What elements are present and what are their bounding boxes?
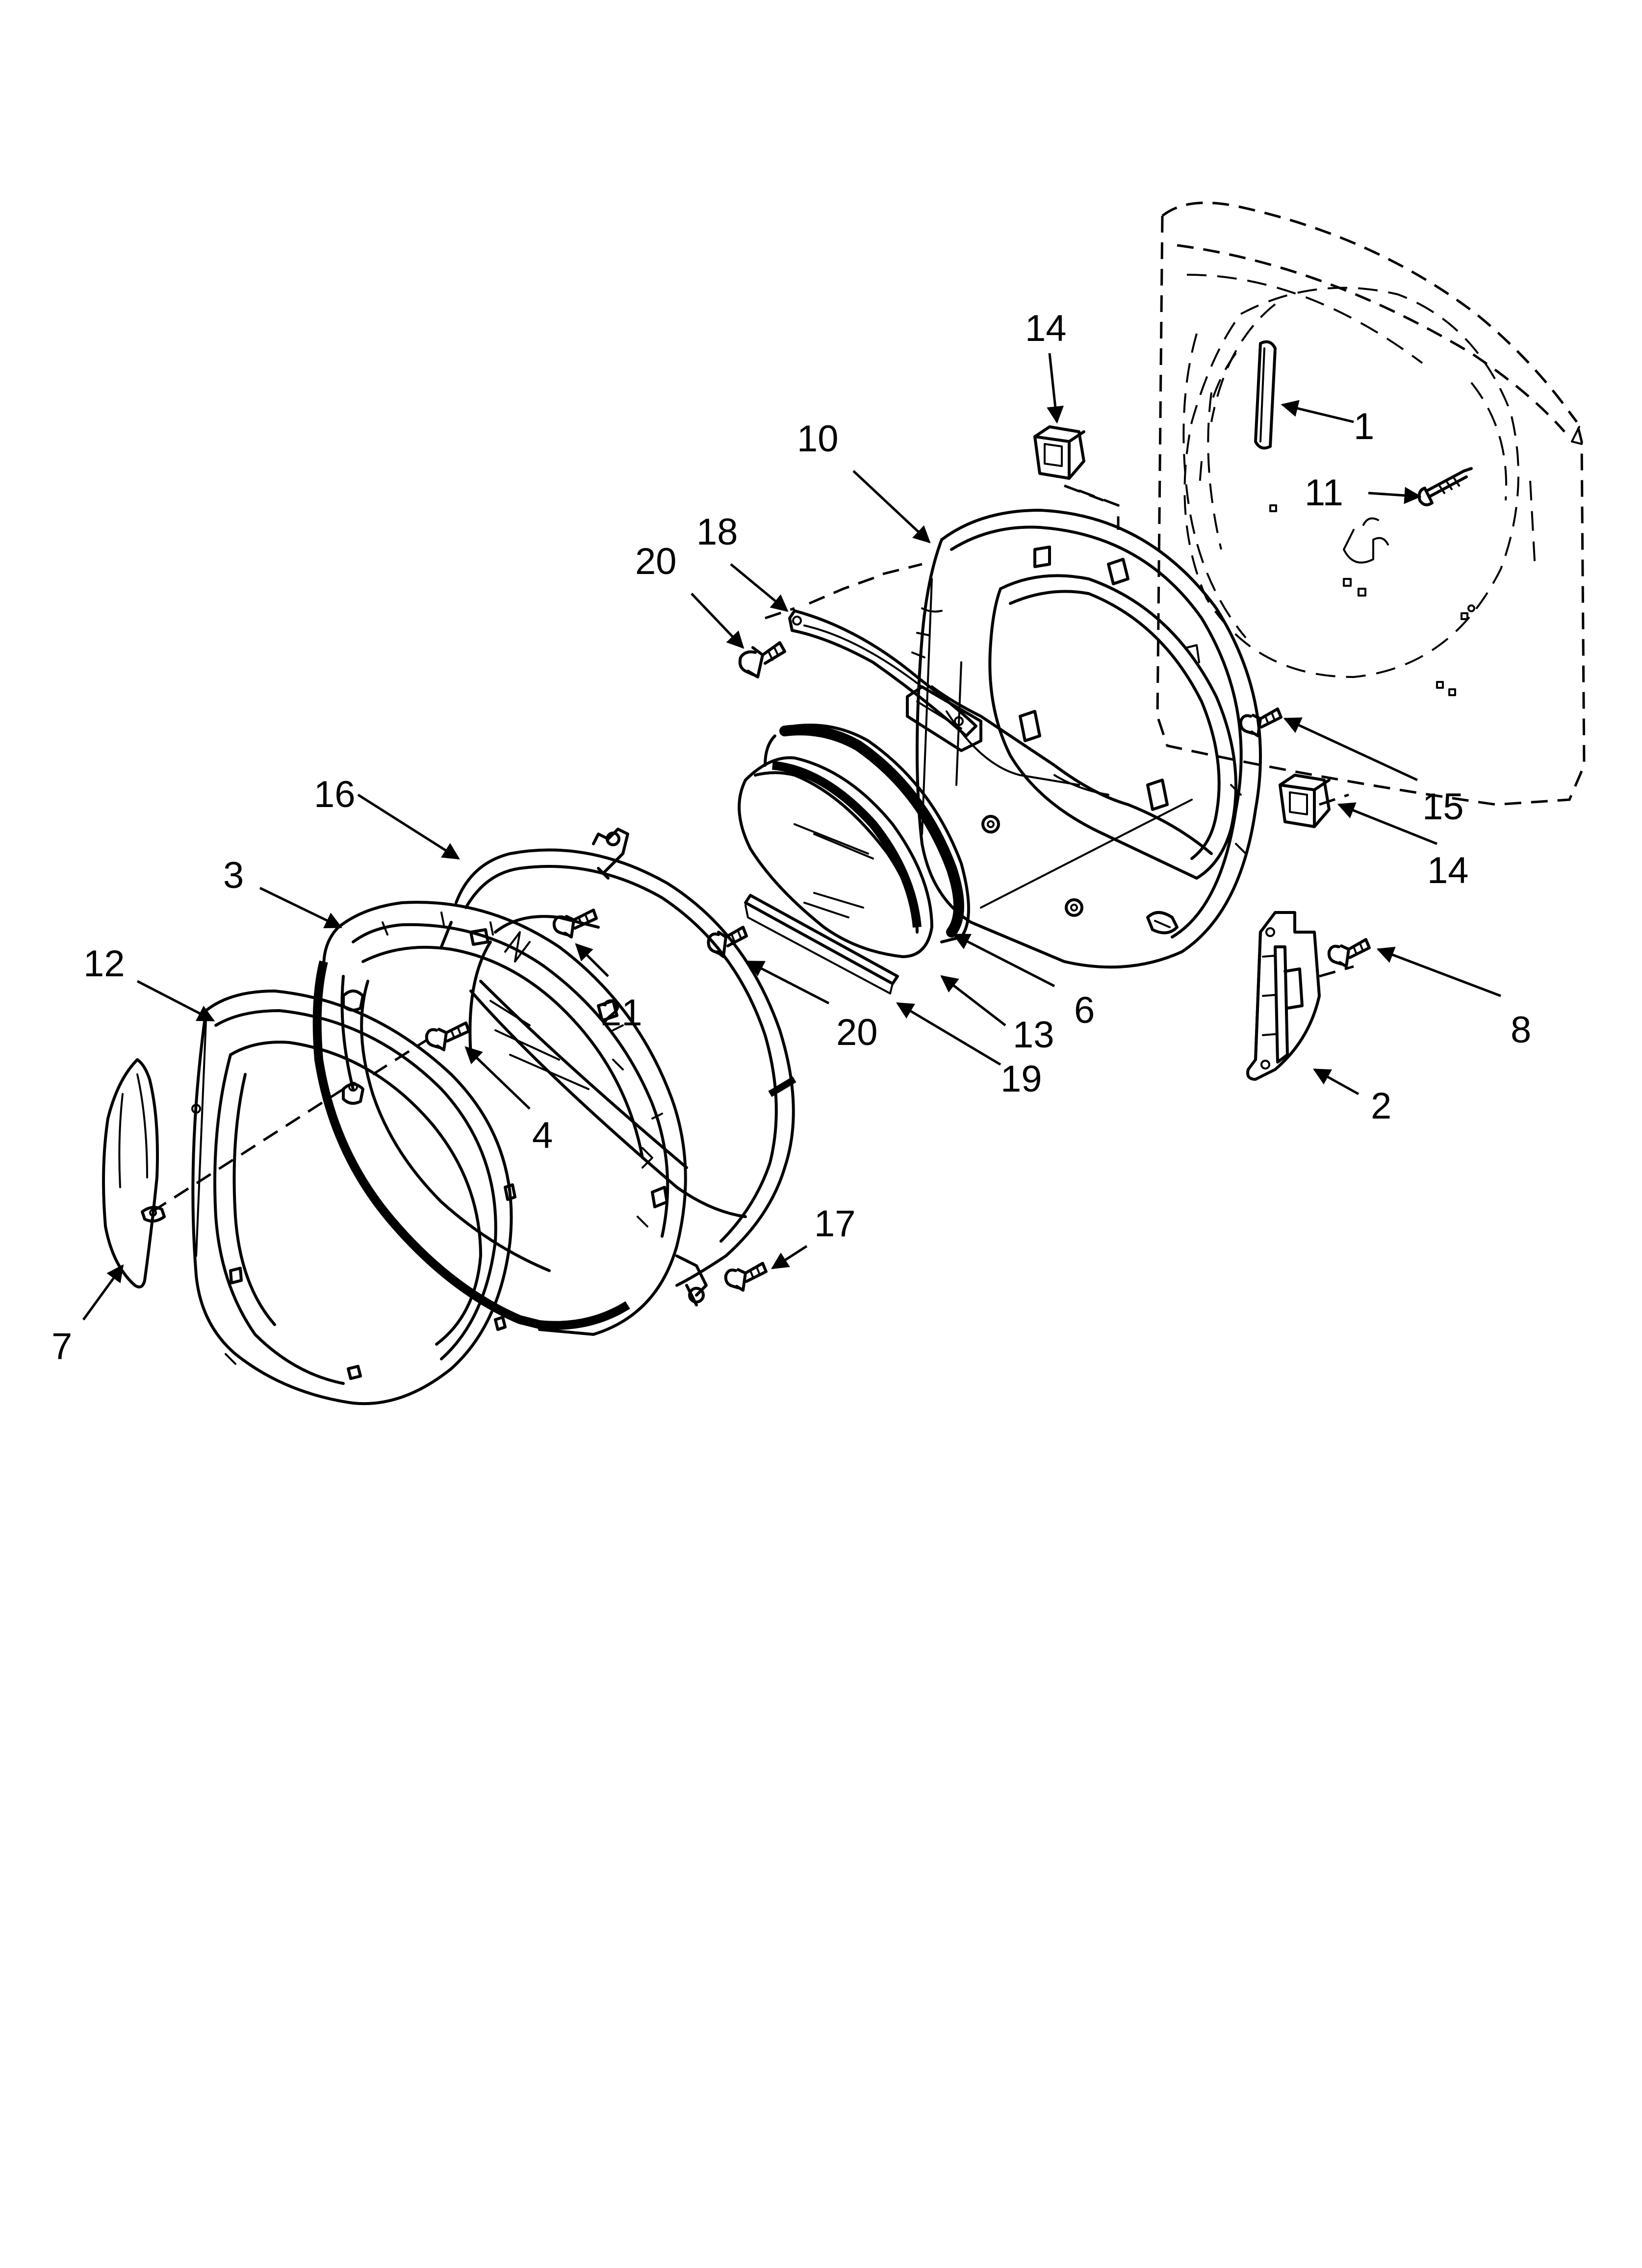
- callout-14-lower: 14: [1427, 850, 1469, 891]
- part-14-lower-receptacle: [1279, 774, 1331, 828]
- part-20-upper-screw: [738, 641, 786, 678]
- callout-4: 4: [532, 1115, 553, 1156]
- part-7-door-handle: [102, 1058, 166, 1289]
- callout-14-upper: 14: [1025, 308, 1067, 349]
- leader-6: [952, 933, 1055, 988]
- callout-7: 7: [51, 1326, 72, 1367]
- leader-17: [771, 1245, 808, 1270]
- part-11-screw: [1417, 467, 1473, 506]
- callout-leaders: [82, 353, 1501, 1321]
- cabinet-front-panel-outline: [1156, 201, 1586, 806]
- part-19-shield-strip: [744, 894, 899, 994]
- callout-1: 1: [1354, 406, 1374, 447]
- callout-13: 13: [1013, 1014, 1054, 1056]
- leader-20-lower: [746, 960, 830, 1005]
- part-18-hinge-strap: [765, 563, 977, 737]
- callout-17: 17: [814, 1203, 856, 1245]
- part-4-screw: [425, 1021, 470, 1051]
- leader-21: [575, 943, 609, 977]
- leader-11: [1368, 487, 1422, 504]
- callout-19: 19: [1001, 1058, 1042, 1100]
- leader-13: [940, 975, 1006, 1026]
- part-14-upper-receptacle: [1033, 425, 1120, 530]
- callout-11: 11: [1305, 472, 1343, 514]
- leader-10: [852, 470, 931, 544]
- callout-labels: 1 2 3 4 6 7 8 10 11 12 13 14 14 15 16 17…: [51, 308, 1531, 1367]
- callout-10: 10: [797, 418, 839, 460]
- part-16-door-liner: [440, 828, 796, 1306]
- part-21-screw: [552, 909, 598, 938]
- leader-19: [896, 1002, 1001, 1066]
- part-17-screw: [724, 1262, 768, 1292]
- part-2-door-hinge: [1246, 911, 1354, 1081]
- leader-15: [1283, 717, 1418, 782]
- callout-3: 3: [223, 855, 244, 896]
- callout-6: 6: [1074, 990, 1095, 1031]
- part-1-door-strike: [1254, 340, 1277, 450]
- callout-8: 8: [1511, 1009, 1531, 1051]
- callout-20-lower: 20: [836, 1012, 878, 1053]
- callout-12: 12: [83, 943, 125, 985]
- part-3-door-ring: [312, 901, 687, 1336]
- leader-20-upper: [691, 593, 744, 649]
- part-12-outer-door-ring: [191, 990, 516, 1406]
- alignment-lines: [151, 793, 1349, 1213]
- leader-16: [357, 793, 460, 860]
- callout-21: 21: [601, 992, 642, 1034]
- leader-8: [1376, 946, 1501, 997]
- leader-18: [730, 563, 789, 612]
- leader-3: [259, 886, 343, 929]
- leader-12: [136, 980, 215, 1022]
- part-15-screw: [1239, 707, 1283, 737]
- callout-18: 18: [696, 511, 738, 553]
- leader-14-upper: [1047, 353, 1064, 424]
- callout-15: 15: [1422, 786, 1464, 828]
- leader-4: [464, 1046, 531, 1110]
- part-13-door-glass: [738, 756, 933, 958]
- leader-2: [1312, 1068, 1360, 1095]
- callout-20-upper: 20: [635, 541, 677, 582]
- callout-16: 16: [314, 774, 356, 815]
- callout-2: 2: [1371, 1085, 1391, 1127]
- leader-7: [82, 1264, 124, 1321]
- part-6-glass-gasket: [764, 724, 970, 943]
- leader-14-lower: [1337, 802, 1437, 845]
- part-8-screw: [1327, 938, 1371, 968]
- leader-1: [1281, 400, 1354, 423]
